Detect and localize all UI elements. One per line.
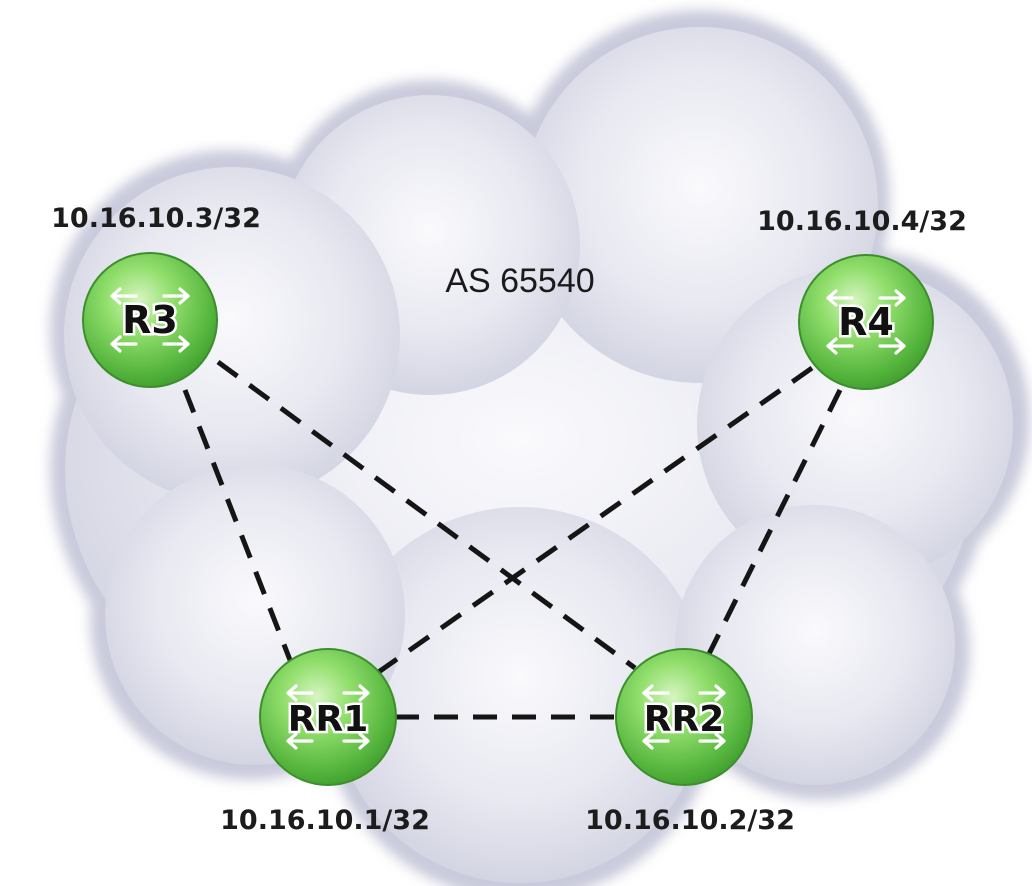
router-name: R3 [122,298,178,342]
router-rr2[interactable]: RR2 [615,648,753,786]
as-label: AS 65540 [445,262,594,300]
router-icon [82,252,218,388]
router-address: 10.16.10.3/32 [51,203,261,234]
link-r3-rr2 [216,359,637,671]
router-r4[interactable]: R4 [798,254,934,390]
router-icon [615,648,753,786]
router-r3[interactable]: R3 [82,252,218,388]
cloud-icon [50,10,1030,886]
router-name: RR2 [644,699,725,740]
link-r3-rr1 [182,389,293,661]
link-r4-rr2 [703,388,843,662]
router-icon [259,648,397,786]
router-address: 10.16.10.4/32 [757,206,967,237]
link-r4-rr1 [368,365,814,681]
router-address: 10.16.10.2/32 [585,805,795,836]
bgp-links [182,359,843,720]
router-name: RR1 [288,699,369,740]
router-address: 10.16.10.1/32 [220,805,430,836]
router-rr1[interactable]: RR1 [259,648,397,786]
router-icon [798,254,934,390]
router-name: R4 [838,300,894,344]
